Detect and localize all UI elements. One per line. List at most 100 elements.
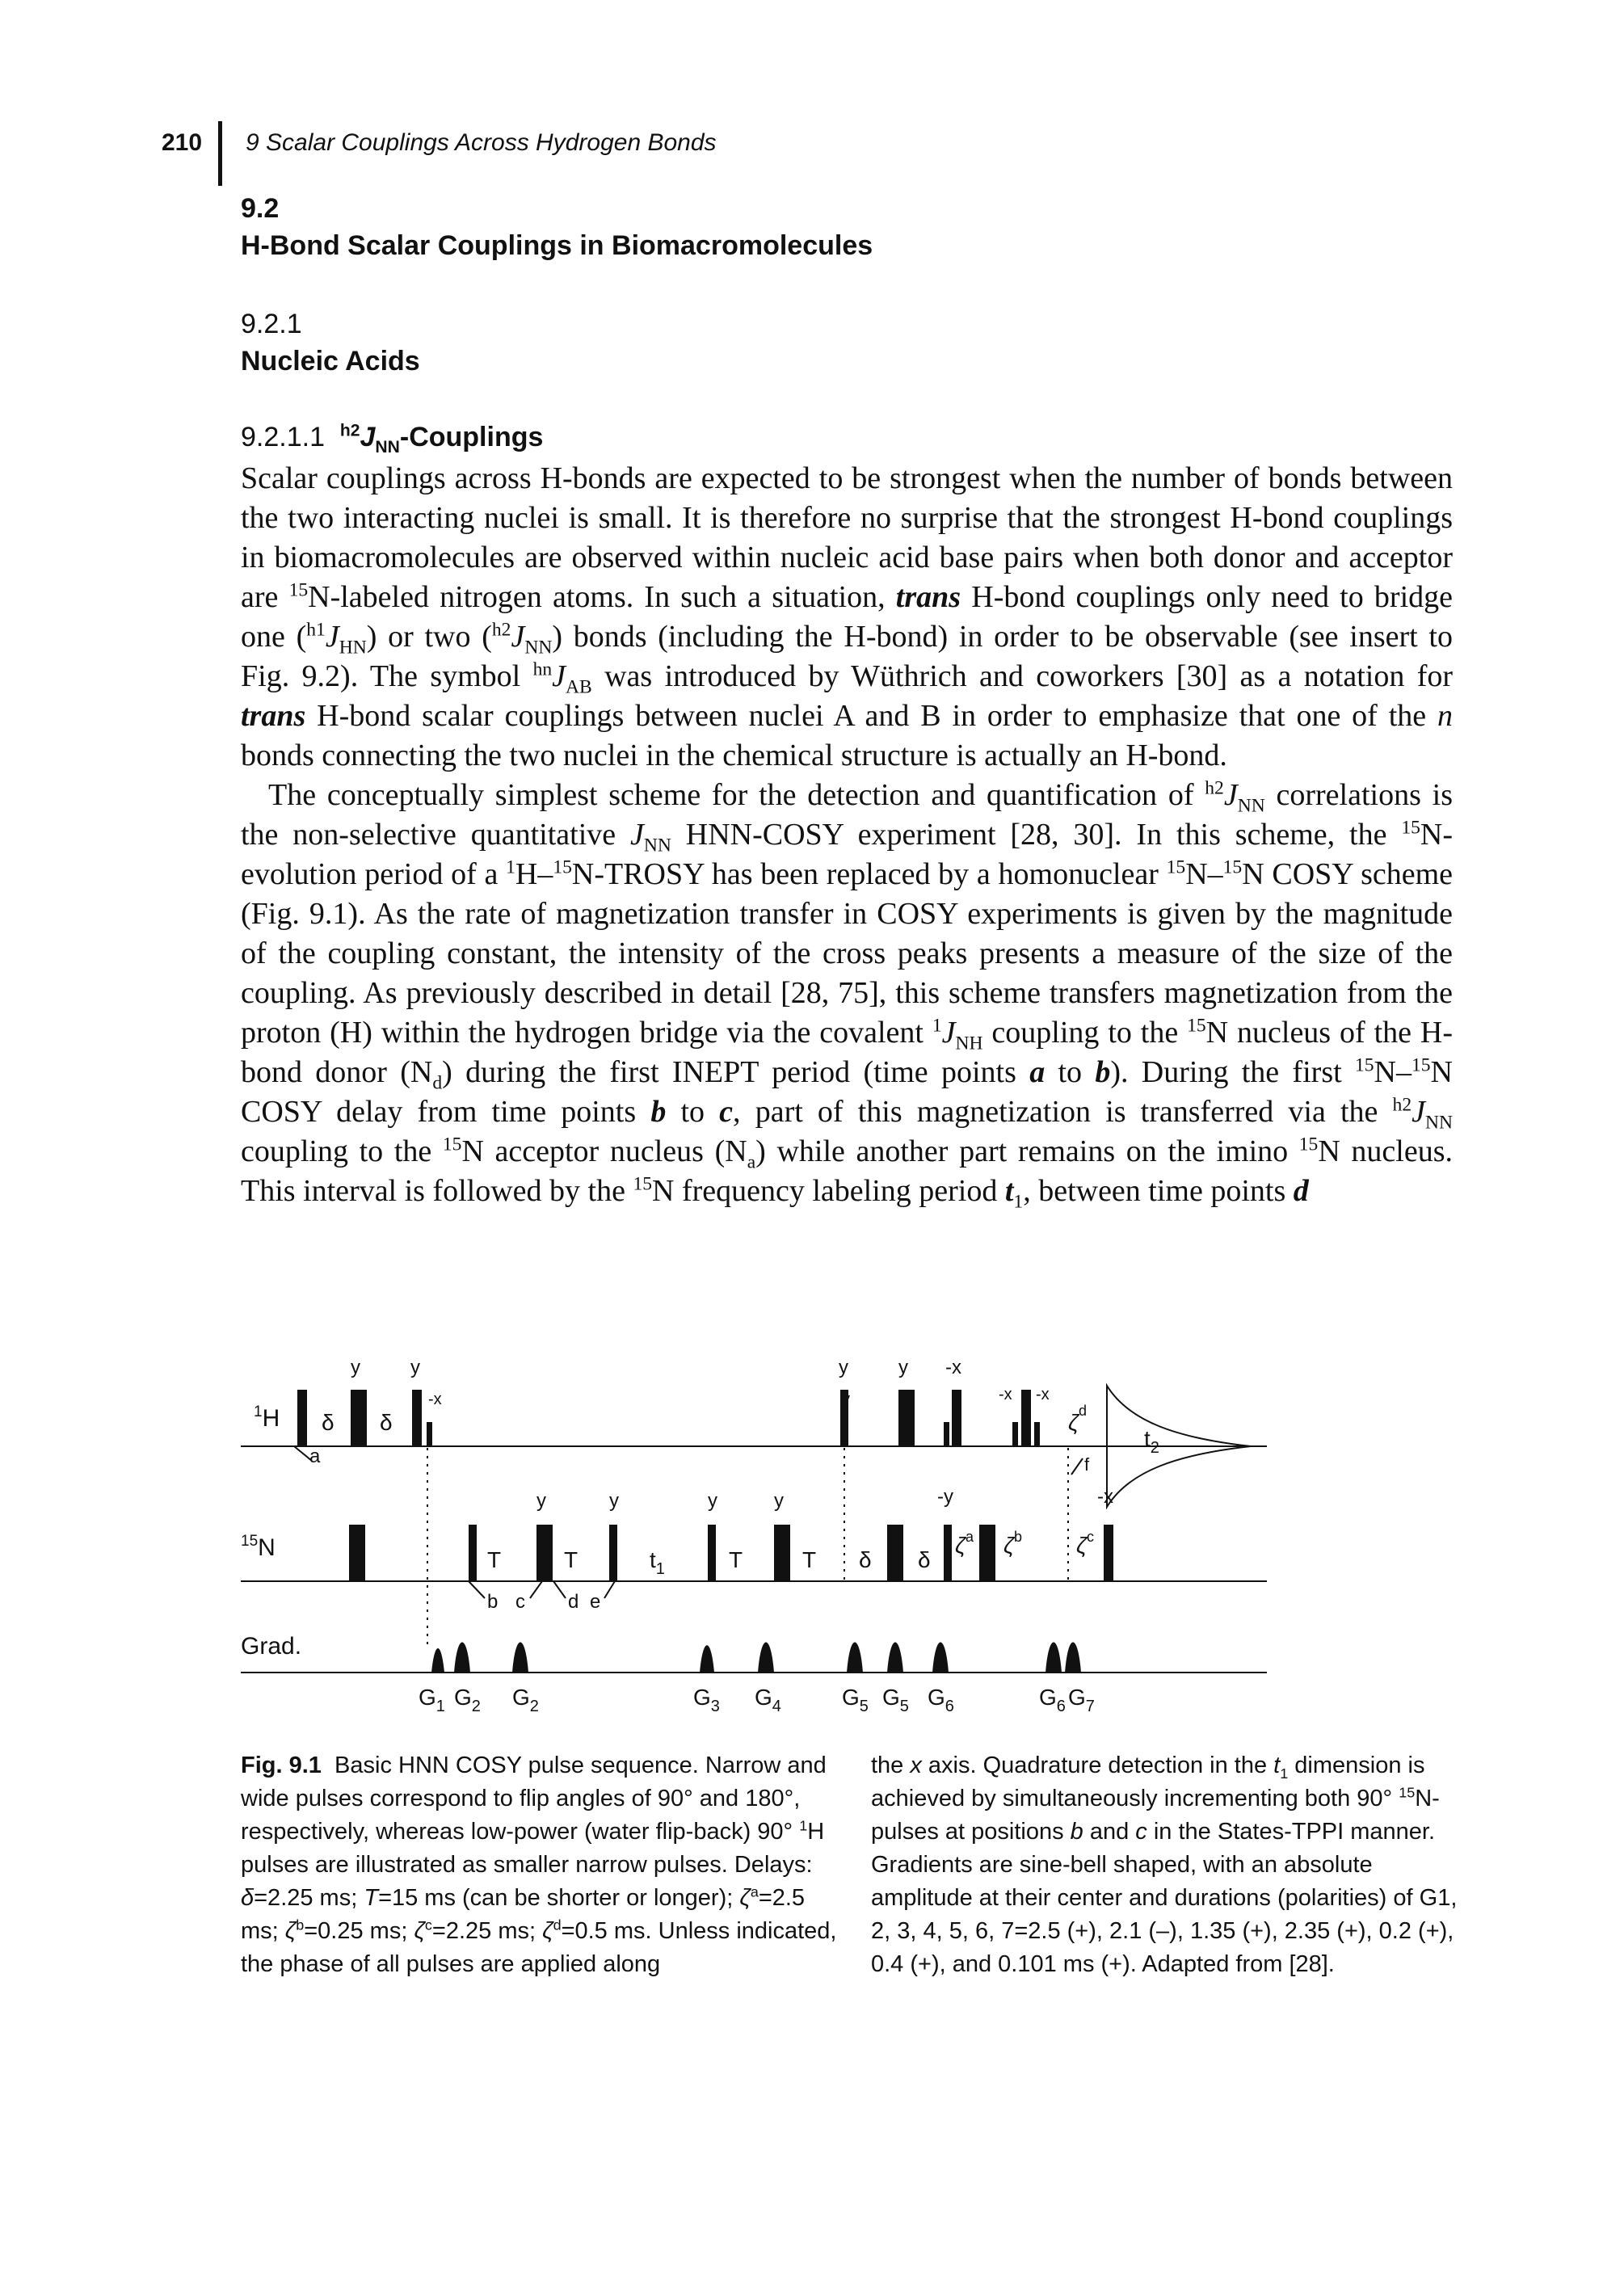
body-text: Scalar couplings across H-bonds are expe…	[241, 459, 1453, 1211]
chapter-title: 9 Scalar Couplings Across Hydrogen Bonds	[246, 129, 717, 156]
gradient-g6-a	[932, 1642, 949, 1673]
n-pulse-90-4	[944, 1525, 952, 1581]
subsubsection-heading: 9.2.1.1 h2JNN-Couplings	[241, 419, 543, 456]
gradient-g7	[1065, 1642, 1081, 1673]
n-pulse-90-2	[609, 1525, 617, 1581]
n-pulse-180-3	[774, 1525, 790, 1581]
n-zeta-a: ζa	[955, 1529, 974, 1558]
subsection-title: Nucleic Acids	[241, 346, 420, 377]
h-phase-y-2: y	[410, 1357, 420, 1378]
h-phase-mx-4: -x	[1036, 1386, 1050, 1403]
n-phase-mx: -x	[1097, 1486, 1113, 1508]
n-time-point-e: e	[590, 1591, 600, 1613]
n-phase-y-2: y	[609, 1490, 619, 1512]
n-pulse-180-4	[887, 1525, 903, 1581]
running-head: 210 9 Scalar Couplings Across Hydrogen B…	[162, 121, 1535, 186]
n-time-point-b: b	[487, 1591, 498, 1613]
figure-label: Fig. 9.1	[241, 1753, 322, 1778]
n-phase-y-1: y	[536, 1490, 546, 1512]
h-pulse-flipback-3	[1012, 1422, 1018, 1446]
n-zeta-c: ζc	[1076, 1529, 1094, 1558]
subsection-heading: 9.2.1 Nucleic Acids	[241, 305, 420, 380]
gradient-label-9: G6	[1039, 1685, 1066, 1715]
n-pulse-90-5	[1104, 1525, 1113, 1581]
gradient-g2-a	[454, 1642, 470, 1673]
figure-caption-right: the x axis. Quadrature detection in the …	[871, 1753, 1458, 1977]
n-pulse-90-1	[469, 1525, 477, 1581]
n-T-4: T	[802, 1547, 816, 1572]
section-title: H-Bond Scalar Couplings in Biomacromolec…	[241, 230, 873, 261]
n-channel-label: 15N	[241, 1533, 276, 1561]
figure-caption-left: Fig. 9.1 Basic HNN COSY pulse sequence. …	[241, 1753, 837, 1977]
h-phase-mx-1: -x	[428, 1391, 442, 1408]
gradient-label-4: G3	[693, 1685, 720, 1715]
grad-channel-label: Grad.	[241, 1633, 301, 1660]
h-time-pointer-a	[293, 1445, 313, 1462]
subsubsection-title: h2JNN-Couplings	[339, 421, 544, 457]
n-pulse-90-3	[708, 1525, 716, 1581]
h-delta-1: δ	[322, 1410, 334, 1435]
h-phase-y-5: y	[842, 1391, 850, 1408]
h-pulse-90-e	[1021, 1390, 1031, 1446]
n-pulse-180-1	[349, 1525, 365, 1581]
h-pulse-180-1	[351, 1390, 367, 1446]
t2-label: t2	[1144, 1426, 1159, 1457]
gradient-label-5: G4	[755, 1685, 781, 1715]
n-time-pointer-d	[553, 1580, 566, 1599]
fid-acquisition	[1106, 1382, 1252, 1510]
h-delta-2: δ	[380, 1410, 393, 1435]
n-pulse-180-2	[536, 1525, 553, 1581]
gradient-label-8: G6	[928, 1685, 954, 1715]
n-delta-2: δ	[918, 1547, 931, 1572]
h-pulse-flipback-1	[427, 1422, 432, 1446]
n-T-3: T	[729, 1547, 743, 1572]
page-number: 210	[162, 129, 203, 156]
paragraph-1: Scalar couplings across H-bonds are expe…	[241, 461, 1454, 772]
gradient-g5-a	[847, 1642, 863, 1673]
n-phase-my: -y	[937, 1486, 953, 1508]
subsubsection-number: 9.2.1.1	[241, 422, 325, 452]
gradient-g5-b	[887, 1642, 903, 1673]
n-time-pointer-b	[468, 1580, 486, 1599]
h-pulse-90-b	[412, 1390, 422, 1446]
gradient-g6-b	[1046, 1642, 1062, 1673]
h-channel-label: 1H	[254, 1403, 280, 1432]
h-phase-y-1: y	[351, 1357, 360, 1378]
h-pulse-90-c	[840, 1390, 848, 1446]
h-zeta-d: ζd	[1068, 1403, 1087, 1435]
figure-pulse-sequence: 1H 15N Grad. δ δ y y -x a y y y -x	[241, 1341, 1283, 1745]
gradient-g1	[431, 1648, 444, 1673]
h-phase-mx-2: -x	[945, 1357, 961, 1378]
h-phase-y-4: y	[898, 1357, 908, 1378]
gradient-label-10: G7	[1068, 1685, 1095, 1715]
h-pulse-flipback-4	[1034, 1422, 1040, 1446]
gradient-g3	[700, 1645, 714, 1673]
n-time-pointer-c	[529, 1580, 543, 1599]
n-time-pointer-e	[604, 1580, 616, 1599]
section-number: 9.2	[241, 193, 280, 224]
head-rule	[218, 121, 222, 186]
paragraph-2: The conceptually simplest scheme for the…	[241, 777, 1454, 1213]
h-time-point-a: a	[309, 1445, 321, 1467]
n-delta-1: δ	[859, 1547, 872, 1572]
h-pulse-180-2	[898, 1390, 915, 1446]
h-pulse-flipback-2	[944, 1422, 949, 1446]
gradient-label-1: G1	[419, 1685, 445, 1715]
h-time-point-f: f	[1084, 1454, 1090, 1475]
n-time-point-d: d	[568, 1591, 578, 1613]
h-phase-mx-3: -x	[999, 1386, 1012, 1403]
h-phase-y-3: y	[839, 1357, 848, 1378]
n-phase-y-3: y	[708, 1490, 717, 1512]
n-T-1: T	[487, 1547, 501, 1572]
gradient-label-6: G5	[842, 1685, 869, 1715]
n-zeta-b: ζb	[1003, 1529, 1022, 1558]
section-heading: 9.2 H-Bond Scalar Couplings in Biomacrom…	[241, 190, 873, 264]
n-T-2: T	[564, 1547, 578, 1572]
subsection-number: 9.2.1	[241, 309, 302, 339]
gradient-g4	[758, 1642, 774, 1673]
n-pulse-180-5	[979, 1525, 995, 1581]
n-t1: t1	[650, 1547, 665, 1578]
gradient-g2-b	[512, 1642, 528, 1673]
pulse-sequence-diagram: 1H 15N Grad. δ δ y y -x a y y y -x	[241, 1357, 1267, 1715]
